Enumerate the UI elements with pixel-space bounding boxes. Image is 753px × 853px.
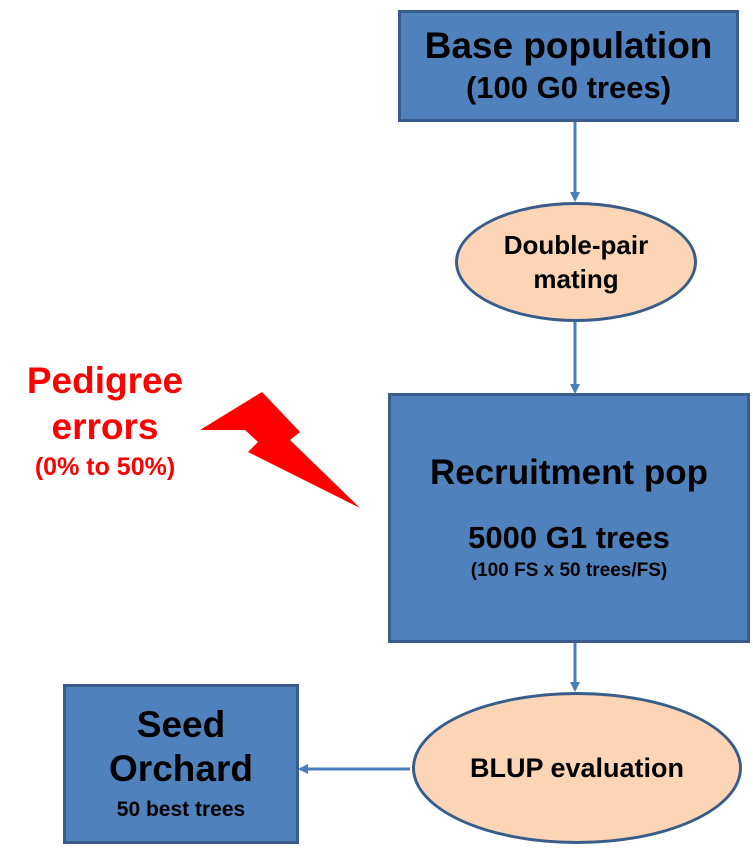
base-population-box: Base population (100 G0 trees) [398,10,739,122]
seed-orchard-line2: Orchard [109,748,253,789]
seed-orchard-line1: Seed [136,704,226,745]
base-population-subtitle: (100 G0 trees) [465,70,672,105]
mating-label-line2: mating [533,264,619,294]
blup-label: BLUP evaluation [469,753,685,783]
base-population-title: Base population [424,25,713,66]
recruitment-count: 5000 G1 trees [468,520,670,555]
blup-ellipse: BLUP evaluation [412,692,742,844]
mating-ellipse: Double-pair mating [455,202,697,322]
recruitment-detail: (100 FS x 50 trees/FS) [470,560,668,581]
seed-orchard-detail: 50 best trees [116,798,246,821]
seed-orchard-box: Seed Orchard 50 best trees [63,684,299,844]
pedigree-range: (0% to 50%) [34,453,176,481]
pedigree-errors-label: Pedigree errors (0% to 50%) [0,358,210,484]
recruitment-box: Recruitment pop 5000 G1 trees (100 FS x … [388,393,750,643]
lightning-bolt-icon [200,392,360,508]
pedigree-line2: errors [51,406,159,447]
pedigree-line1: Pedigree [26,360,184,401]
recruitment-title: Recruitment pop [429,453,709,492]
mating-label-line1: Double-pair [503,230,649,260]
